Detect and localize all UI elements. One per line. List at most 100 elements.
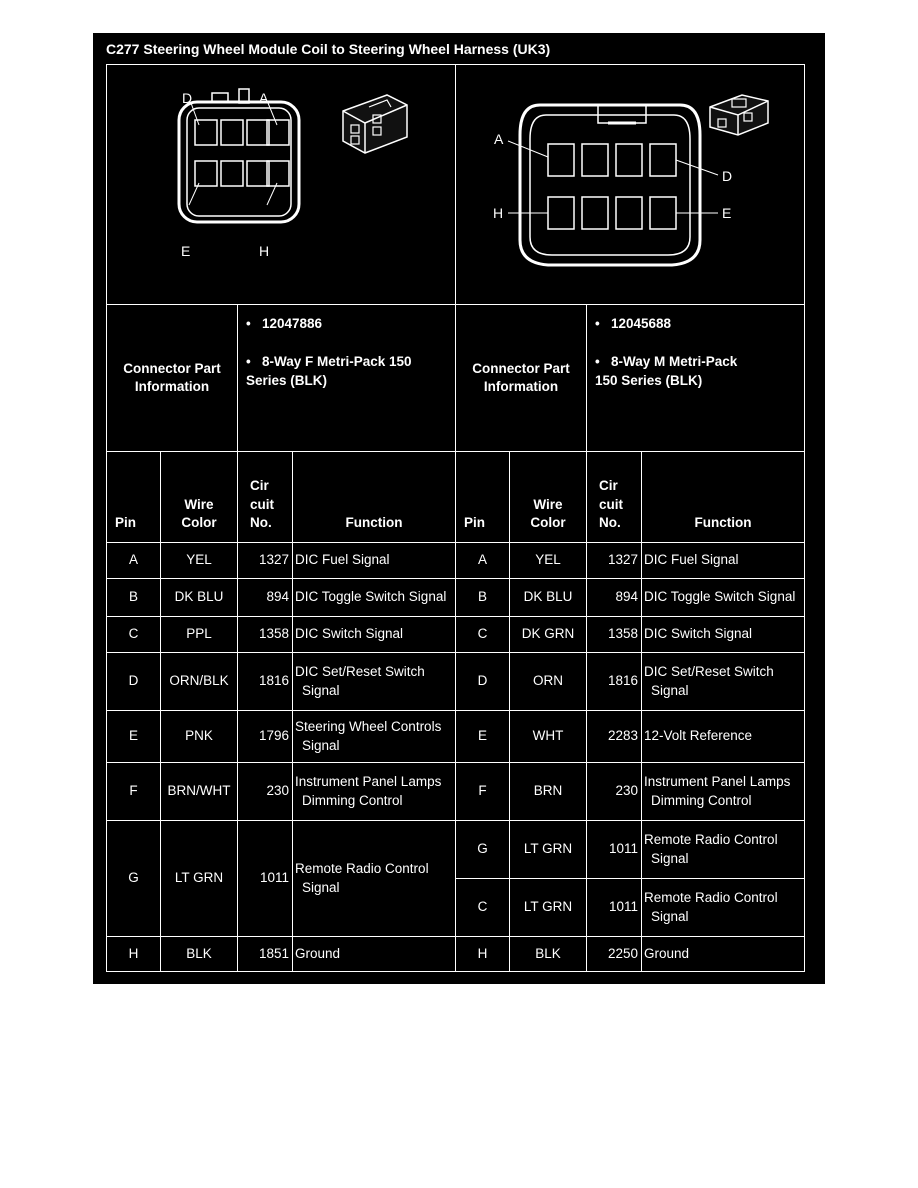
wire-color-cell: DK GRN: [509, 616, 587, 653]
wire-color-cell: BLK: [160, 936, 238, 972]
function-cell: 12-Volt Reference: [641, 710, 805, 763]
wire-color-cell: BRN/WHT: [160, 762, 238, 821]
pin-label-e: E: [722, 205, 731, 221]
pin-cell: B: [455, 578, 510, 617]
wire-color-cell: LT GRN: [509, 878, 587, 937]
circuit-cell: 2250: [586, 936, 642, 972]
wire-color-cell: BLK: [509, 936, 587, 972]
cavity: [615, 143, 643, 177]
female-connector-drawing: D A E H: [177, 88, 408, 259]
pin-cell: D: [106, 652, 161, 711]
cavity: [266, 160, 290, 187]
wire-color-cell: BRN: [509, 762, 587, 821]
cavity: [615, 196, 643, 230]
latch-shape: [211, 92, 229, 103]
cavity: [194, 119, 218, 146]
function-cell: DIC Switch Signal: [292, 616, 456, 653]
part-description: 8-Way M Metri-Pack: [610, 354, 738, 369]
function-cell: Ground: [292, 936, 456, 972]
pin-label-h: H: [493, 205, 503, 221]
function-cell: Ground: [641, 936, 805, 972]
cavity: [547, 143, 575, 177]
leader-line: [675, 159, 719, 176]
latch-shape: [597, 104, 647, 124]
cavity: [246, 160, 270, 187]
wire-color-cell: ORN: [509, 652, 587, 711]
circuit-cell: 1011: [586, 820, 642, 879]
header-pin: Pin: [106, 451, 161, 543]
circuit-cell: 1327: [237, 542, 293, 579]
circuit-cell: 894: [237, 578, 293, 617]
wire-color-cell: LT GRN: [509, 820, 587, 879]
pin-label-d: D: [722, 168, 732, 184]
header-function: Function: [641, 451, 805, 543]
connector-3d-icon: [709, 94, 769, 136]
diagram-male-connector: A D H E: [455, 64, 805, 305]
circuit-cell: 1011: [237, 820, 293, 937]
pin-label-e: E: [181, 243, 190, 259]
cavity: [194, 160, 218, 187]
pin-cell: E: [106, 710, 161, 763]
pin-cell: H: [106, 936, 161, 972]
wire-color-cell: DK BLU: [160, 578, 238, 617]
wire-color-cell: PNK: [160, 710, 238, 763]
leader-line: [190, 102, 200, 126]
circuit-cell: 1327: [586, 542, 642, 579]
wire-color-cell: PPL: [160, 616, 238, 653]
male-connector-drawing: A D H E: [493, 94, 769, 267]
pin-label-a: A: [494, 131, 504, 147]
circuit-cell: 2283: [586, 710, 642, 763]
circuit-cell: 1796: [237, 710, 293, 763]
connector-document: C277 Steering Wheel Module Coil to Steer…: [93, 33, 825, 984]
cavity: [266, 119, 290, 146]
latch-tab: [238, 88, 250, 104]
circuit-cell: 1851: [237, 936, 293, 972]
connector-inner-outline: [186, 107, 292, 217]
circuit-cell: 894: [586, 578, 642, 617]
wire-color-cell: DK BLU: [509, 578, 587, 617]
pin-cell: G: [106, 820, 161, 937]
cavity: [581, 196, 609, 230]
wire-color-cell: WHT: [509, 710, 587, 763]
circuit-cell: 1816: [586, 652, 642, 711]
pin-cell: G: [455, 820, 510, 879]
circuit-cell: 230: [586, 762, 642, 821]
function-cell: DIC Toggle Switch Signal: [292, 578, 456, 617]
wire-color-cell: ORN/BLK: [160, 652, 238, 711]
function-cell: DIC Toggle Switch Signal: [641, 578, 805, 617]
cavity: [581, 143, 609, 177]
cavity: [220, 160, 244, 187]
pin-label-h: H: [259, 243, 269, 259]
pin-cell: D: [455, 652, 510, 711]
wire-color-cell: LT GRN: [160, 820, 238, 937]
function-cell: DIC Fuel Signal: [292, 542, 456, 579]
circuit-cell: 1358: [237, 616, 293, 653]
connector-3d-icon: [342, 94, 408, 154]
leader-line: [267, 102, 278, 126]
cavity: [649, 143, 677, 177]
pin-cell: C: [455, 878, 510, 937]
pin-cell: C: [106, 616, 161, 653]
pin-cell: F: [455, 762, 510, 821]
leader-line: [266, 182, 278, 206]
pin-cell: B: [106, 578, 161, 617]
pin-cell: F: [106, 762, 161, 821]
leader-line: [507, 140, 549, 158]
leader-line: [188, 182, 200, 206]
header-function: Function: [292, 451, 456, 543]
pin-cell: H: [455, 936, 510, 972]
pin-cell: C: [455, 616, 510, 653]
circuit-cell: 230: [237, 762, 293, 821]
function-cell: DIC Switch Signal: [641, 616, 805, 653]
